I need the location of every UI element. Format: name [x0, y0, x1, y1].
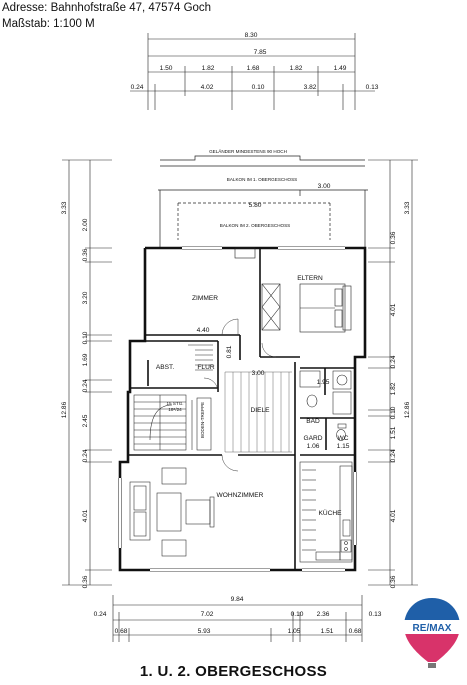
- dim-bottom-row3-5: 0.68: [349, 628, 362, 635]
- dim-left-5: 1.69: [82, 353, 89, 366]
- dim-bottom-row3-4: 1.51: [321, 628, 334, 635]
- dim-bottom-row2-2: 7.02: [201, 611, 214, 618]
- balcony-2-label: BALKON IM 2. OBERGESCHOSS: [220, 223, 290, 228]
- dim-top-total: 8.30: [245, 32, 258, 39]
- dim-top-row3-1: 0.24: [131, 84, 144, 91]
- dim-right-7: 0.24: [390, 449, 397, 462]
- dim-top-row3-2: 4.02: [201, 84, 214, 91]
- dim-top-row3-3: 0.10: [252, 84, 265, 91]
- dim-top-row3-5: 0.13: [366, 84, 379, 91]
- dim-bottom-row2-4: 2.36: [317, 611, 330, 618]
- dim-right-3: 0.24: [390, 355, 397, 368]
- room-abst: ABST.: [156, 364, 174, 371]
- remax-logo: RE/MAX: [404, 598, 460, 668]
- dim-right-2: 4.01: [390, 303, 397, 316]
- dim-gard-width: 1.06: [307, 443, 320, 450]
- dim-left-4: 0.10: [82, 331, 89, 344]
- dim-right-6: 1.51: [390, 426, 397, 439]
- balcony-1-dim: 3.00: [318, 183, 331, 190]
- bodentreppe-label: BODEN-TREPPE: [200, 402, 205, 438]
- room-flur: FLUR: [197, 364, 214, 371]
- balcony-1-label: BALKON IM 1. OBERGESCHOSS: [227, 177, 297, 182]
- dim-bad-width: 1.95: [317, 379, 330, 386]
- dim-left-total: 12.86: [61, 401, 68, 418]
- dim-top-row2-1: 1.50: [160, 65, 173, 72]
- dim-left-6: 0.24: [82, 379, 89, 392]
- logo-text: RE/MAX: [413, 623, 452, 634]
- dim-bottom-row3-3: 1.05: [288, 628, 301, 635]
- dim-bottom-row3-2: 5.93: [198, 628, 211, 635]
- dim-left-0: 3.33: [61, 201, 68, 214]
- room-eltern: ELTERN: [297, 275, 323, 282]
- dim-flur-width: 0.81: [226, 345, 233, 358]
- dim-right-4: 1.82: [390, 382, 397, 395]
- dim-bottom-total: 9.84: [231, 596, 244, 603]
- dim-zimmer-width: 4.40: [197, 327, 210, 334]
- dim-right-5: 0.10: [390, 406, 397, 419]
- dim-left-8: 0.24: [82, 449, 89, 462]
- dim-left-3: 3.20: [82, 291, 89, 304]
- balcony-2-dim: 5.80: [249, 202, 262, 209]
- dim-right-total: 12.86: [404, 401, 411, 418]
- dim-top-row3-4: 3.82: [304, 84, 317, 91]
- dim-top-row2-2: 1.82: [202, 65, 215, 72]
- scale-text: Maßstab: 1:100 M: [2, 18, 95, 30]
- dim-right-8: 4.01: [390, 509, 397, 522]
- dim-right-0: 3.33: [404, 201, 411, 214]
- room-bad: BAD: [306, 418, 320, 425]
- stair-note-1: 15 STG.: [166, 401, 183, 406]
- stair-note-2: 18⁸/24: [168, 407, 182, 412]
- balloon-bottom: [404, 634, 460, 662]
- dim-bottom-row3-1: 0.68: [115, 628, 128, 635]
- dim-bottom-row2-5: 0.13: [369, 611, 382, 618]
- dim-right-9: 0.36: [390, 575, 397, 588]
- room-zimmer: ZIMMER: [192, 295, 218, 302]
- railing-note: GELÄNDER MINDESTENS 90 HOCH: [209, 148, 287, 154]
- dim-top-row2-3: 1.68: [247, 65, 260, 72]
- balloon-top: [404, 598, 460, 620]
- header: Adresse: Bahnhofstraße 47, 47574 Goch Ma…: [2, 0, 211, 32]
- page-title: 1. U. 2. OBERGESCHOSS: [139, 663, 328, 680]
- dim-top-row2-4: 1.82: [290, 65, 303, 72]
- dim-left-2: 0.36: [82, 248, 89, 261]
- dim-left-9: 4.01: [82, 509, 89, 522]
- dim-left-10: 0.36: [82, 575, 89, 588]
- dim-right-1: 0.36: [390, 231, 397, 244]
- address-text: Adresse: Bahnhofstraße 47, 47574 Goch: [2, 2, 212, 14]
- room-diele: DIELE: [250, 407, 270, 414]
- dim-top-row2-5: 1.49: [334, 65, 347, 72]
- room-wc: WC: [338, 435, 349, 442]
- dim-left-1: 2.00: [82, 218, 89, 231]
- dim-bottom-row2-3: 0.10: [291, 611, 304, 618]
- room-gard: GARD: [303, 435, 322, 442]
- dim-left-7: 2.45: [82, 414, 89, 427]
- dim-wc-width: 1.15: [337, 443, 350, 450]
- dim-diele-width: 3.00: [252, 370, 265, 377]
- room-wohnzimmer: WOHNZIMMER: [217, 492, 264, 499]
- room-kueche: KÜCHE: [318, 509, 342, 517]
- dim-top-inner: 7.85: [254, 49, 267, 56]
- dim-bottom-row2-1: 0.24: [94, 611, 107, 618]
